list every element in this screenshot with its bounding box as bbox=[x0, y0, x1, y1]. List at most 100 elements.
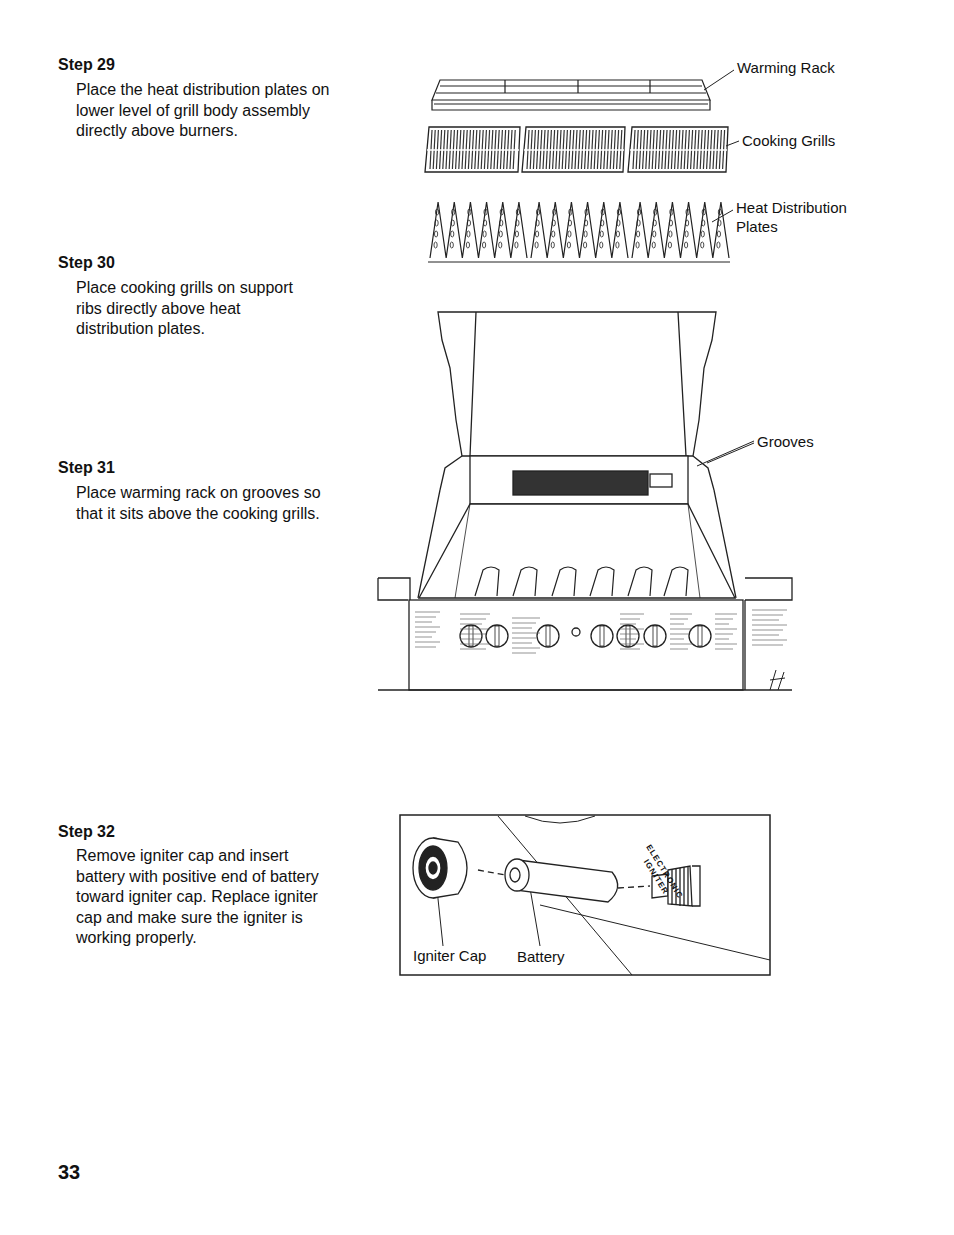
grill-drawing bbox=[715, 644, 737, 645]
grill-drawing bbox=[620, 619, 640, 620]
grill-drawing bbox=[670, 649, 688, 650]
grill-drawing bbox=[752, 620, 779, 621]
igniter-drawing bbox=[498, 816, 632, 975]
grill-drawing bbox=[409, 600, 743, 690]
part-label: Grooves bbox=[757, 432, 814, 451]
step-heading: Step 30 bbox=[58, 253, 115, 274]
grill-drawing bbox=[512, 618, 540, 619]
grill-drawing bbox=[715, 619, 733, 620]
igniter-drawing bbox=[618, 886, 650, 888]
heat-distribution-plates-drawing bbox=[535, 242, 538, 248]
heat-distribution-plates-drawing bbox=[702, 209, 705, 215]
grill-drawing bbox=[670, 634, 688, 635]
heat-distribution-plates-drawing bbox=[584, 231, 587, 237]
heat-distribution-plates-drawing bbox=[468, 209, 471, 215]
cooking-grills-drawing bbox=[628, 127, 728, 172]
heat-distribution-plates-drawing bbox=[552, 231, 555, 237]
grill-drawing bbox=[689, 625, 711, 647]
grill-drawing bbox=[752, 625, 787, 626]
heat-distribution-plates-drawing bbox=[568, 220, 571, 226]
grill-drawing bbox=[715, 639, 729, 640]
heat-distribution-plates-drawing bbox=[515, 231, 518, 237]
grill-drawing bbox=[628, 567, 652, 596]
warming-rack-drawing bbox=[432, 80, 710, 110]
grill-drawing bbox=[438, 312, 716, 456]
part-label: Heat Distribution Plates bbox=[736, 198, 864, 236]
heat-distribution-plates-drawing bbox=[669, 231, 672, 237]
grill-drawing bbox=[670, 624, 684, 625]
grill-drawing bbox=[512, 623, 536, 624]
grill-drawing bbox=[572, 628, 580, 636]
grill-drawing bbox=[415, 642, 440, 643]
heat-distribution-plates-drawing bbox=[500, 209, 503, 215]
grill-drawing bbox=[620, 644, 644, 645]
warming-rack-drawing bbox=[505, 80, 650, 93]
page-number: 33 bbox=[58, 1162, 80, 1183]
heat-distribution-plates-drawing bbox=[536, 209, 539, 215]
grill-drawing bbox=[512, 648, 540, 649]
grill-drawing bbox=[752, 630, 783, 631]
heat-distribution-plates-drawing bbox=[585, 209, 588, 215]
heat-distribution-plates-drawing bbox=[686, 209, 689, 215]
grill-drawing bbox=[495, 626, 499, 646]
grill-drawing bbox=[670, 639, 684, 640]
heat-distribution-plates-drawing bbox=[516, 220, 519, 226]
heat-distribution-plates-drawing bbox=[668, 242, 671, 248]
grill-drawing bbox=[537, 625, 559, 647]
heat-distribution-plates-drawing bbox=[451, 220, 454, 226]
heat-distribution-plates-drawing bbox=[499, 231, 502, 237]
grill-drawing bbox=[460, 634, 486, 635]
heat-distribution-plates-drawing bbox=[685, 220, 688, 226]
grill-drawing bbox=[745, 578, 792, 690]
heat-distribution-plates-drawing bbox=[435, 220, 438, 226]
heat-distribution-plates-drawing bbox=[601, 220, 604, 226]
grill-drawing bbox=[475, 567, 688, 596]
grill-drawing bbox=[460, 629, 490, 630]
heat-distribution-plates-drawing bbox=[617, 209, 620, 215]
grill-drawing bbox=[752, 640, 787, 641]
grill-drawing bbox=[378, 312, 792, 690]
grill-drawing bbox=[620, 624, 636, 625]
grill-drawing bbox=[620, 614, 644, 615]
heat-distribution-plates-drawing bbox=[718, 220, 721, 226]
heat-distribution-plates-drawing bbox=[467, 220, 470, 226]
grill-drawing bbox=[715, 649, 733, 650]
heat-distribution-plates-drawing bbox=[600, 242, 603, 248]
heat-distribution-plates-drawing bbox=[617, 220, 620, 226]
grill-drawing bbox=[512, 628, 532, 629]
part-label: Battery bbox=[517, 947, 565, 966]
leader-line bbox=[530, 888, 540, 946]
grill-drawing bbox=[644, 625, 666, 647]
heat-distribution-plates-drawing bbox=[717, 242, 720, 248]
grill-drawing bbox=[650, 474, 672, 487]
grill-drawing bbox=[460, 649, 486, 650]
grill-drawing bbox=[552, 567, 576, 596]
heat-distribution-plates-drawing bbox=[551, 242, 554, 248]
heat-distribution-plates-drawing bbox=[467, 231, 470, 237]
heat-distribution-plates-drawing bbox=[450, 242, 453, 248]
heat-distribution-plates-drawing bbox=[701, 242, 704, 248]
heat-distribution-plates-drawing bbox=[466, 242, 469, 248]
grill-drawing bbox=[475, 567, 499, 596]
leader-line bbox=[726, 141, 739, 146]
heat-distribution-plates-drawing bbox=[636, 231, 639, 237]
leader-line bbox=[697, 441, 754, 466]
heat-distribution-plates-drawing bbox=[553, 209, 556, 215]
heat-distribution-plates-drawing bbox=[535, 231, 538, 237]
igniter-drawing bbox=[478, 870, 505, 875]
warming-rack-drawing bbox=[432, 80, 710, 100]
grill-drawing bbox=[470, 312, 686, 456]
grill-drawing bbox=[415, 622, 432, 623]
grill-drawing bbox=[620, 634, 640, 635]
heat-distribution-plates-drawing bbox=[685, 231, 688, 237]
heat-distribution-plates-drawing bbox=[484, 209, 487, 215]
grill-drawing bbox=[513, 471, 648, 495]
cooking-grills-drawing bbox=[630, 149, 727, 151]
instruction-text: Place warming rack on grooves so that it… bbox=[76, 483, 338, 524]
grill-drawing bbox=[418, 490, 736, 598]
grill-drawing bbox=[620, 649, 640, 650]
heat-distribution-plates-drawing bbox=[637, 220, 640, 226]
igniter-drawing bbox=[425, 856, 441, 880]
grill-drawing bbox=[715, 614, 737, 615]
heat-distribution-plates-drawing bbox=[452, 209, 455, 215]
